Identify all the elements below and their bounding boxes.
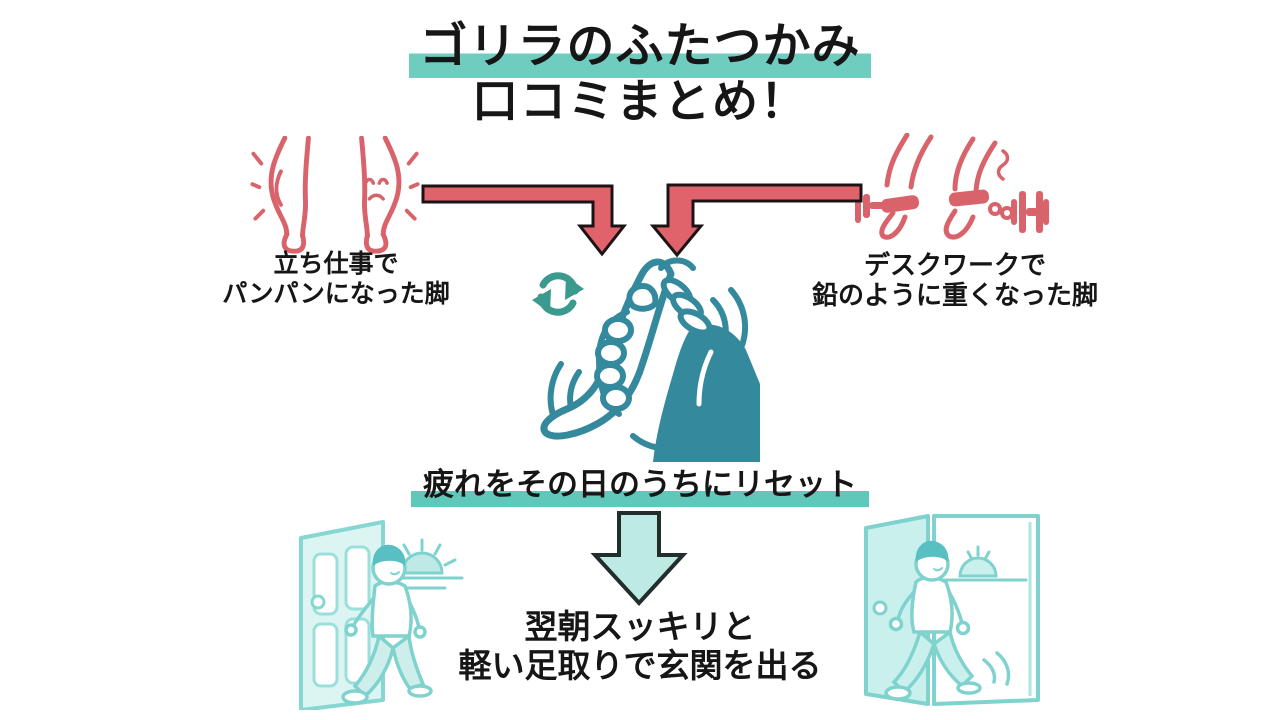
left-cause-line1: 立ち仕事で (273, 250, 399, 278)
swollen-calves-icon (250, 136, 420, 254)
title-block: ゴリラのふたつかみ 口コミまとめ！ (0, 20, 1280, 126)
foot-massage-grip-icon (532, 257, 760, 462)
result-line1: 翌朝スッキリと (524, 608, 756, 645)
left-cause-caption: 立ち仕事で パンパンになった脚 (195, 249, 477, 309)
page-title-line2: 口コミまとめ！ (472, 75, 808, 127)
walk-out-door-sunrise-icon (864, 514, 1040, 706)
right-cause-line1: デスクワークで (863, 250, 1046, 280)
doorknob-icon (310, 594, 326, 610)
title-highlight: ゴリラのふたつかみ (409, 20, 871, 78)
solution-caption: 疲れをその日のうちにリセット (0, 459, 1280, 507)
solution-caption-highlight: 疲れをその日のうちにリセット (411, 467, 869, 507)
red-arrows (421, 183, 863, 258)
right-down-arrow-icon (649, 183, 863, 258)
right-cause-line2: 鉛のように重くなった脚 (811, 280, 1098, 310)
walking-person (884, 540, 982, 701)
doorknob-icon (872, 600, 888, 616)
walk-out-door-sunrise-icon (299, 520, 464, 710)
left-cause-line2: パンパンになった脚 (222, 280, 450, 308)
right-cause-caption: デスクワークで 鉛のように重くなった脚 (790, 250, 1120, 310)
result-line2: 軽い足取りで玄関を出る (458, 647, 822, 684)
result-caption: 翌朝スッキリと 軽い足取りで玄関を出る (0, 607, 1280, 685)
page-title-line1: ゴリラのふたつかみ (0, 20, 1280, 78)
walking-person (341, 544, 433, 705)
left-down-arrow-icon (421, 184, 628, 257)
big-down-arrow-icon (590, 511, 688, 606)
